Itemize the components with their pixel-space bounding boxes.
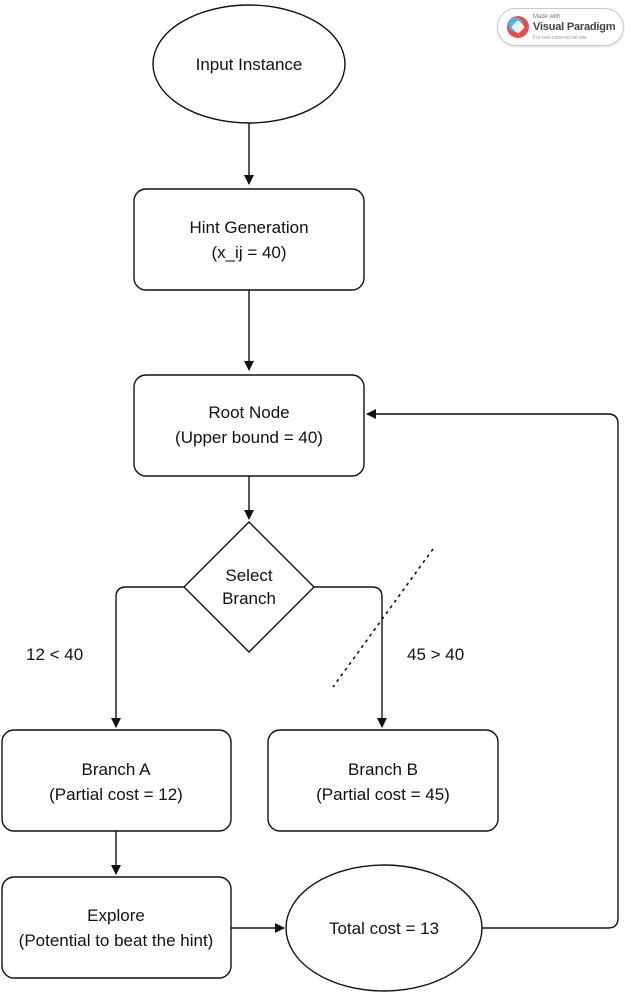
select-branch-line1: Select — [225, 566, 273, 585]
visual-paradigm-watermark[interactable]: Made with Visual Paradigm For non-commer… — [497, 8, 624, 46]
left-branch-condition: 12 < 40 — [26, 645, 83, 664]
input-instance-node: Input Instance — [152, 4, 346, 124]
branch-b-node: Branch B (Partial cost = 45) — [267, 729, 499, 832]
root-node-title: Root Node — [208, 403, 289, 422]
total-cost-node: Total cost = 13 — [285, 864, 483, 992]
edge-total-to-root-feedback — [366, 409, 619, 929]
watermark-brand: Visual Paradigm — [533, 21, 616, 33]
total-cost-label: Total cost = 13 — [329, 919, 439, 938]
root-node-bound: (Upper bound = 40) — [175, 428, 323, 447]
visual-paradigm-logo-icon — [507, 16, 529, 38]
right-branch-condition: 45 > 40 — [407, 645, 464, 664]
hint-generation-title: Hint Generation — [189, 218, 308, 237]
hint-generation-value: (x_ij = 40) — [211, 243, 286, 262]
branch-a-title: Branch A — [82, 760, 152, 779]
watermark-tagline: For non-commercial use — [533, 35, 587, 41]
explore-node: Explore (Potential to beat the hint) — [1, 876, 232, 979]
select-branch-decision: Select Branch — [183, 521, 315, 653]
select-branch-line2: Branch — [222, 589, 276, 608]
watermark-made-with: Made with — [533, 14, 561, 20]
explore-title: Explore — [87, 906, 145, 925]
edge-select-to-branch-a — [111, 586, 184, 728]
branch-b-cost: (Partial cost = 45) — [316, 785, 450, 804]
input-instance-label: Input Instance — [196, 55, 303, 74]
branch-a-node: Branch A (Partial cost = 12) — [1, 729, 232, 832]
prune-cut-line — [332, 548, 434, 688]
root-node: Root Node (Upper bound = 40) — [133, 374, 365, 477]
explore-subtitle: (Potential to beat the hint) — [19, 931, 214, 950]
hint-generation-node: Hint Generation (x_ij = 40) — [133, 188, 365, 291]
branch-a-cost: (Partial cost = 12) — [49, 785, 183, 804]
edge-select-to-branch-b — [314, 586, 387, 728]
branch-b-title: Branch B — [348, 760, 418, 779]
